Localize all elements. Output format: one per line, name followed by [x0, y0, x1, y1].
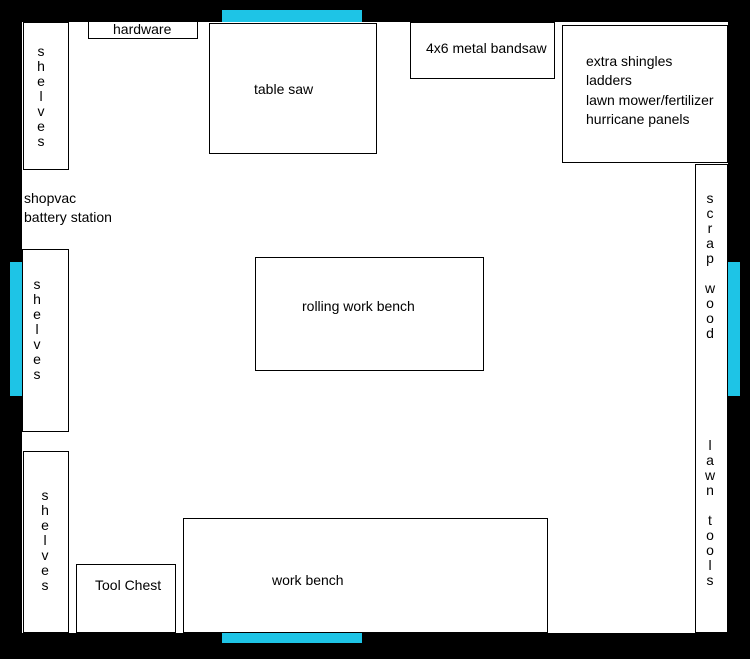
vertical-letter: p — [706, 250, 714, 266]
vertical-letter: c — [706, 205, 714, 221]
vertical-letter — [708, 498, 712, 513]
vertical-letter — [708, 266, 712, 281]
wall-bottom-strip — [0, 643, 750, 659]
vertical-letter: s — [706, 572, 714, 588]
vertical-letter: n — [706, 482, 714, 498]
vertical-letter: e — [37, 118, 45, 134]
table-saw-box — [209, 23, 377, 154]
rolling-work-bench-box — [255, 257, 484, 371]
vertical-letter: h — [33, 291, 41, 307]
vertical-letter: a — [706, 235, 714, 251]
vertical-letter: v — [33, 336, 41, 352]
vertical-letter: l — [708, 437, 712, 453]
vertical-letter: t — [708, 512, 712, 528]
extra-shingles-label: extra shingles — [586, 53, 673, 69]
ladders-label: ladders — [586, 72, 632, 88]
shelves-middle-box — [22, 249, 69, 432]
tool-chest-label: Tool Chest — [95, 577, 162, 593]
bandsaw-box — [410, 22, 555, 79]
vertical-letter: e — [37, 73, 45, 89]
window-top — [222, 10, 362, 22]
vertical-letter: e — [41, 562, 49, 578]
vertical-letter: s — [706, 190, 714, 206]
vertical-letter: l — [708, 557, 712, 573]
window-left — [10, 262, 22, 396]
vertical-letter: o — [706, 542, 714, 558]
vertical-letter: s — [41, 487, 49, 503]
vertical-letter: l — [43, 532, 47, 548]
vertical-letter: v — [41, 547, 49, 563]
scrap-wood-lawn-tools-box — [695, 164, 728, 633]
vertical-letter: s — [37, 133, 45, 149]
vertical-letter: a — [706, 452, 714, 468]
vertical-letter: o — [706, 295, 714, 311]
vertical-letter: s — [33, 276, 41, 292]
vertical-letter: w — [704, 280, 716, 296]
vertical-letter: s — [33, 366, 41, 382]
hurricane-panels-label: hurricane panels — [586, 111, 690, 127]
vertical-letter: e — [33, 306, 41, 322]
work-bench-label: work bench — [272, 572, 344, 588]
vertical-letter: r — [707, 220, 713, 236]
lawn-mower-label: lawn mower/fertilizer — [586, 92, 714, 108]
vertical-letter: d — [706, 325, 714, 341]
bandsaw-label: 4x6 metal bandsaw — [426, 40, 547, 56]
work-bench-box — [183, 518, 548, 633]
rolling-work-bench-label: rolling work bench — [302, 298, 415, 314]
vertical-letter: e — [33, 351, 41, 367]
hardware-label: hardware — [113, 21, 172, 37]
vertical-letter: o — [706, 527, 714, 543]
vertical-letter: h — [41, 502, 49, 518]
table-saw-label: table saw — [254, 81, 314, 97]
vertical-letter: s — [37, 43, 45, 59]
vertical-letter: l — [39, 88, 43, 104]
wall-bottom-opening-frame — [560, 633, 570, 659]
storage-corner-box — [562, 25, 728, 163]
window-right — [728, 262, 740, 396]
window-bottom — [222, 633, 362, 643]
shopvac-label: shopvac — [24, 190, 77, 206]
vertical-letter: s — [41, 577, 49, 593]
hardware-box — [88, 21, 198, 39]
vertical-letter: o — [706, 310, 714, 326]
vertical-letter: v — [37, 103, 45, 119]
vertical-letter: w — [704, 467, 716, 483]
battery-station-label: battery station — [24, 209, 112, 225]
shelves-top-box — [23, 22, 69, 170]
tool-chest-box — [76, 564, 176, 633]
vertical-letter: l — [35, 321, 39, 337]
shelves-bottom-box — [23, 451, 69, 633]
vertical-letter: e — [41, 517, 49, 533]
vertical-letter: h — [37, 58, 45, 74]
